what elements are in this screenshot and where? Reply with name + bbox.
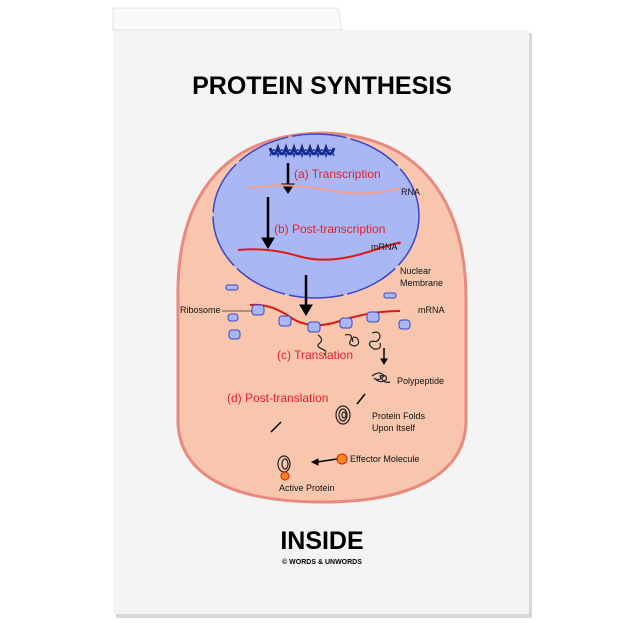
- step-transcription: (a) Transcription: [294, 167, 381, 181]
- dna-helix-icon: [268, 143, 336, 156]
- label-rna: RNA: [401, 187, 420, 197]
- label-polypeptide: Polypeptide: [397, 376, 444, 386]
- label-protein-folds-2: Upon Itself: [372, 423, 416, 433]
- mrna-strand-nucleus: [237, 241, 401, 261]
- polypeptide-chains: [277, 331, 391, 473]
- rna-strand: [247, 184, 401, 195]
- label-effector-molecule: Effector Molecule: [350, 454, 419, 464]
- step-post-translation: (d) Post-translation: [227, 391, 328, 405]
- label-mrna-nucleus: mRNA: [371, 242, 398, 252]
- copyright-text: © WORDS & UNWORDS: [282, 558, 362, 566]
- step-post-transcription: (b) Post-transcription: [274, 222, 385, 236]
- nucleus: [212, 133, 420, 299]
- label-nuclear-membrane: Nuclear: [400, 266, 431, 276]
- card-footer-title: INSIDE: [280, 527, 363, 555]
- dna-helix-strand: [269, 149, 335, 159]
- step-translation: (c) Translation: [277, 348, 353, 362]
- ribosomes: [225, 284, 411, 340]
- label-nuclear-membrane-2: Membrane: [400, 278, 443, 288]
- card-back-flap: [112, 7, 343, 31]
- label-protein-folds: Protein Folds: [372, 411, 426, 421]
- bound-effector-icon: [280, 471, 290, 481]
- effector-molecule-icon: [336, 453, 348, 465]
- label-ribosome: Ribosome: [180, 305, 221, 315]
- label-mrna-cytoplasm: mRNA: [418, 305, 445, 315]
- card-title: PROTEIN SYNTHESIS: [192, 72, 452, 100]
- label-active-protein: Active Protein: [279, 483, 335, 493]
